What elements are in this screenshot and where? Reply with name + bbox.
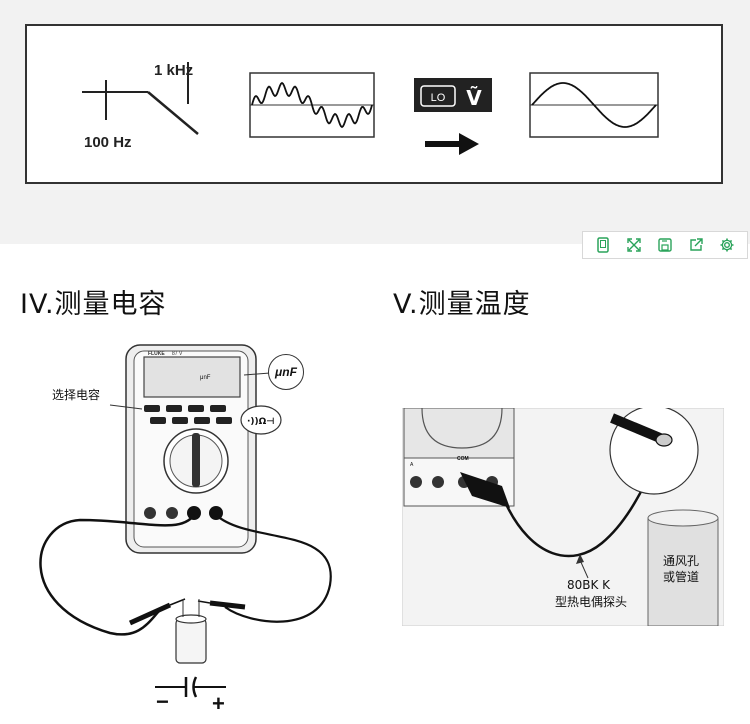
svg-text:FLUKE: FLUKE (148, 351, 165, 357)
lowpass-response-graph (82, 62, 199, 135)
capacitance-function-icon: ·))Ω⊣ (240, 405, 282, 435)
cutoff-high-label: 1 kHz (154, 62, 194, 79)
svg-text:·))Ω⊣: ·))Ω⊣ (247, 417, 275, 427)
noisy-waveform (249, 72, 375, 138)
svg-text:Ṽ: Ṽ (466, 86, 482, 110)
expand-icon[interactable] (624, 235, 644, 255)
svg-text:A: A (410, 462, 414, 468)
share-icon[interactable] (686, 235, 706, 255)
temperature-illustration: A COM (402, 408, 724, 626)
cutoff-low-label: 100 Hz (84, 134, 132, 151)
right-arrow-icon (425, 133, 479, 155)
capacitance-illustration: μnF FLUKE 87 V − + (39, 344, 332, 715)
select-capacitance-label: 选择电容 (52, 388, 101, 402)
clean-sine-waveform (529, 72, 659, 138)
capacitance-heading: IV.测量电容 (20, 289, 167, 320)
temperature-heading: V.测量温度 (393, 289, 531, 320)
svg-text:−: − (156, 689, 169, 714)
duct-label-line2: 或管道 (663, 570, 700, 584)
svg-text:LO: LO (431, 92, 446, 104)
save-icon[interactable] (655, 235, 675, 255)
svg-text:+: + (212, 691, 225, 715)
probe-desc-label: 型热电偶探头 (555, 595, 628, 609)
svg-text:COM: COM (457, 456, 469, 462)
lo-voltage-badge: LO Ṽ (414, 78, 492, 112)
image-toolbar (582, 231, 748, 259)
tablet-icon[interactable] (593, 235, 613, 255)
duct-label-line1: 通风孔 (663, 554, 700, 568)
gear-icon[interactable] (717, 235, 737, 255)
svg-text:87 V: 87 V (172, 351, 183, 357)
probe-model-label: 80BK K (567, 578, 611, 592)
unit-callout: μnF (268, 354, 304, 390)
svg-text:μnF: μnF (200, 375, 211, 381)
